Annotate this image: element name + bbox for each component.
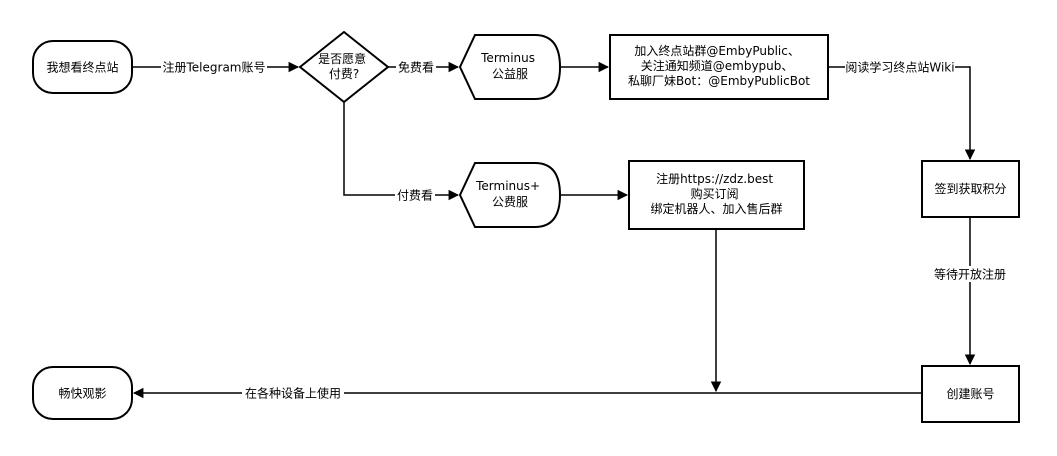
node-checkin-text: 签到获取积分: [934, 181, 1006, 196]
node-end: 畅快观影: [32, 366, 133, 420]
node-decision: 是否愿意 付费?: [298, 30, 390, 104]
label-use-devices: 在各种设备上使用: [245, 386, 341, 401]
node-paid-server-text: Terminus+ 公费服: [475, 179, 544, 209]
node-start-text: 我想看终点站: [46, 60, 118, 75]
edge-decision-to-paid: [343, 102, 460, 201]
label-register-telegram: 注册Telegram账号: [163, 60, 266, 75]
node-free-server-text: Terminus 公益服: [480, 51, 539, 81]
node-free-server: Terminus 公益服: [458, 34, 562, 100]
edges: [132, 61, 976, 399]
node-free-steps-text: 加入终点站群@EmbyPublic、 关注通知频道@embypub、 私聊厂妹B…: [628, 43, 810, 88]
label-free-watch: 免费看: [398, 60, 434, 75]
edge-labels: 注册Telegram账号 免费看 付费看 阅读学习终点站Wiki 等待开放注册 …: [161, 59, 1008, 401]
node-create-account-text: 创建账号: [946, 387, 994, 401]
edge-steps-to-checkin: [828, 66, 976, 161]
label-paid-watch: 付费看: [397, 189, 433, 203]
node-start: 我想看终点站: [32, 40, 133, 94]
node-paid-steps: 注册https://zdz.best 购买订阅 绑定机器人、加入售后群: [628, 160, 805, 230]
node-decision-text: 是否愿意 付费?: [318, 51, 370, 81]
label-wait-register: 等待开放注册: [934, 267, 1006, 282]
node-end-text: 畅快观影: [58, 387, 106, 401]
node-free-steps: 加入终点站群@EmbyPublic、 关注通知频道@embypub、 私聊厂妹B…: [609, 34, 829, 100]
node-paid-steps-text: 注册https://zdz.best 购买订阅 绑定机器人、加入售后群: [650, 171, 782, 216]
node-create-account: 创建账号: [921, 365, 1020, 423]
node-checkin: 签到获取积分: [921, 160, 1020, 218]
label-read-wiki: 阅读学习终点站Wiki: [845, 60, 954, 75]
node-paid-server: Terminus+ 公费服: [458, 162, 562, 228]
